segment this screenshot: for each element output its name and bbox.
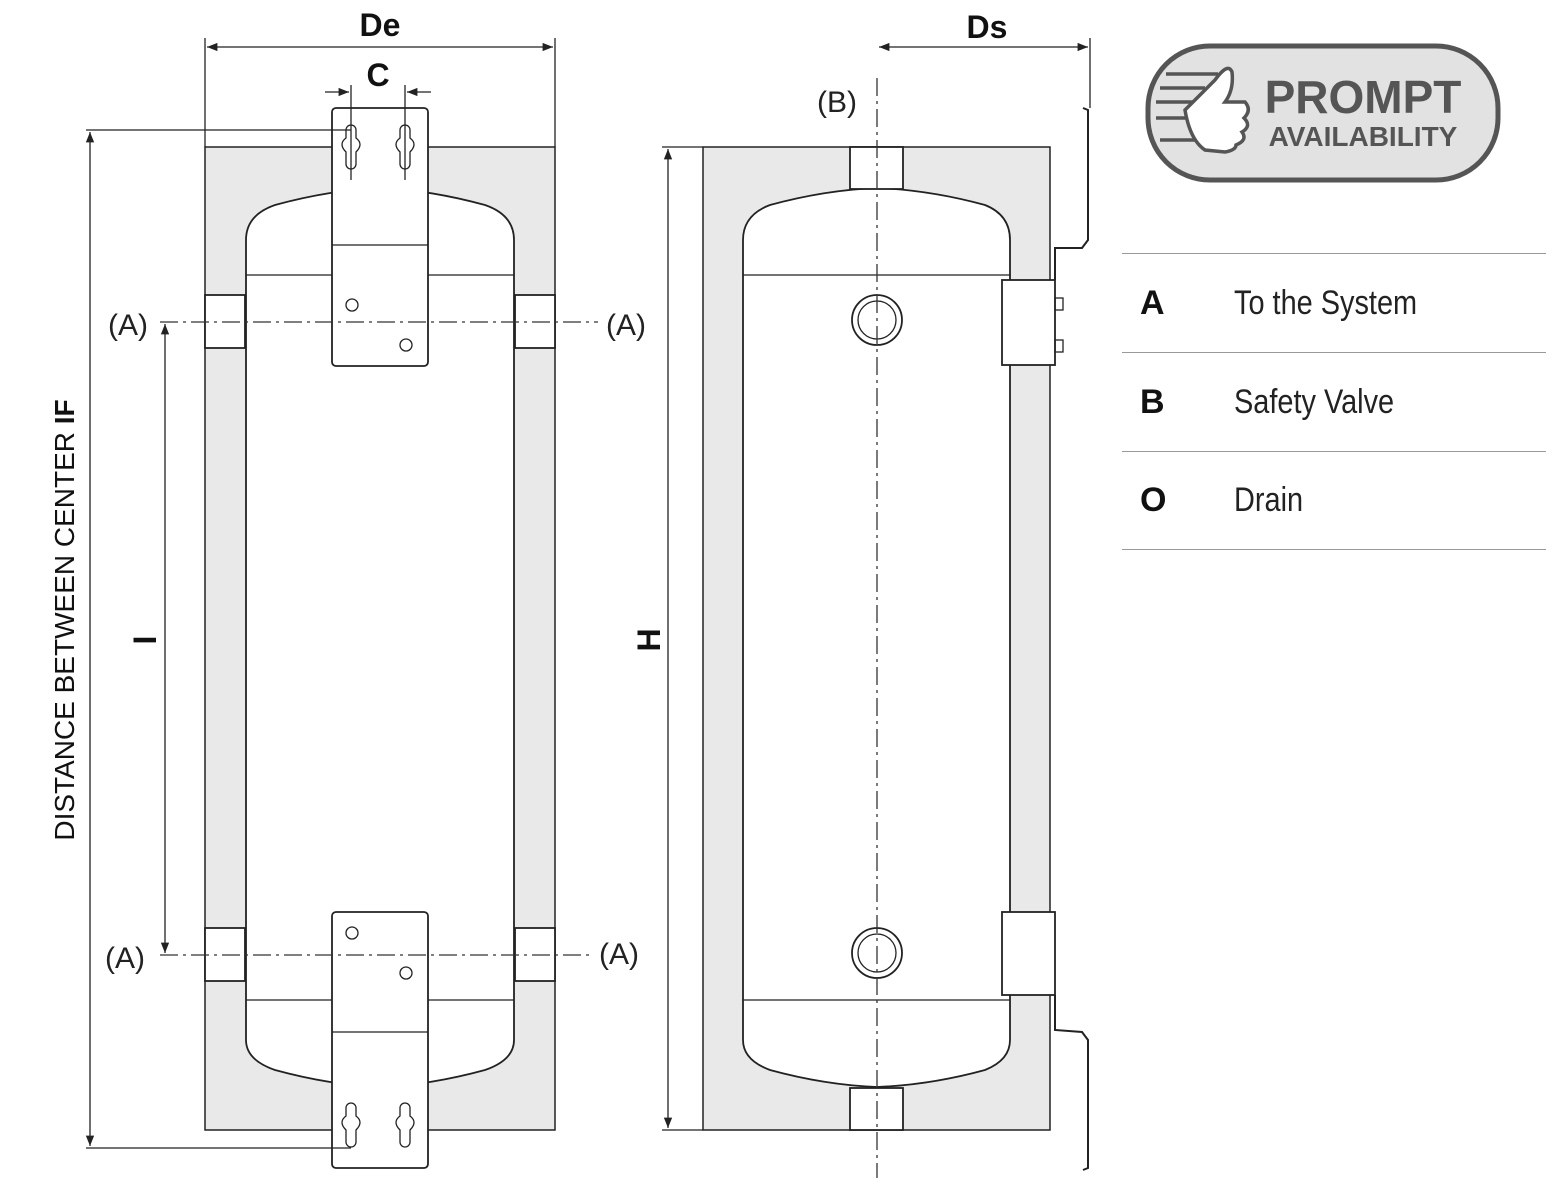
legend-key: O bbox=[1140, 481, 1167, 519]
legend-key: B bbox=[1140, 383, 1165, 421]
dimension-de-label: De bbox=[360, 7, 401, 43]
connection-a-label: (A) bbox=[105, 942, 145, 975]
legend-label: Safety Valve bbox=[1234, 383, 1395, 421]
connection-a-label: (A) bbox=[108, 309, 148, 342]
wall-bracket-top bbox=[331, 107, 429, 367]
wall-plate-bottom bbox=[1054, 995, 1089, 1171]
dimension-h-label: H bbox=[631, 628, 667, 651]
bolts bbox=[345, 298, 413, 980]
connection-b-label: (B) bbox=[817, 86, 857, 119]
badge-line2: AVAILABILITY bbox=[1269, 121, 1458, 152]
bracket-side-bottom bbox=[1001, 911, 1056, 996]
connection-a-label: (A) bbox=[606, 309, 646, 342]
front-view: De C DISTANCE BETWEEN CENTER IF I (A) (A… bbox=[49, 7, 646, 1169]
prompt-availability-badge: PROMPT AVAILABILITY bbox=[1145, 43, 1501, 183]
dimension-i-label: I bbox=[127, 636, 163, 645]
thumbs-up-icon bbox=[1156, 66, 1250, 154]
tank-body-front bbox=[245, 187, 515, 1088]
keyhole-slots bbox=[341, 124, 415, 1148]
badge-line1: PROMPT bbox=[1265, 71, 1462, 123]
legend-row-o: O Drain bbox=[1122, 451, 1546, 550]
legend-label: To the System bbox=[1234, 284, 1418, 322]
legend bbox=[1122, 253, 1546, 254]
legend-row-b: B Safety Valve bbox=[1122, 353, 1546, 452]
bracket-side-top bbox=[1001, 279, 1056, 366]
legend-key: A bbox=[1140, 284, 1165, 322]
dimension-if-label: DISTANCE BETWEEN CENTER IF bbox=[49, 399, 80, 840]
wall-bracket-bottom bbox=[331, 911, 429, 1169]
legend-label: Drain bbox=[1234, 481, 1304, 519]
dimension-ds-label: Ds bbox=[967, 9, 1008, 45]
connection-a-label: (A) bbox=[599, 938, 639, 971]
side-view: Ds H (B) bbox=[631, 9, 1091, 1178]
dimension-c-label: C bbox=[366, 57, 389, 93]
legend-row-a: A To the System bbox=[1122, 254, 1546, 353]
wall-plate-top bbox=[1054, 107, 1089, 280]
